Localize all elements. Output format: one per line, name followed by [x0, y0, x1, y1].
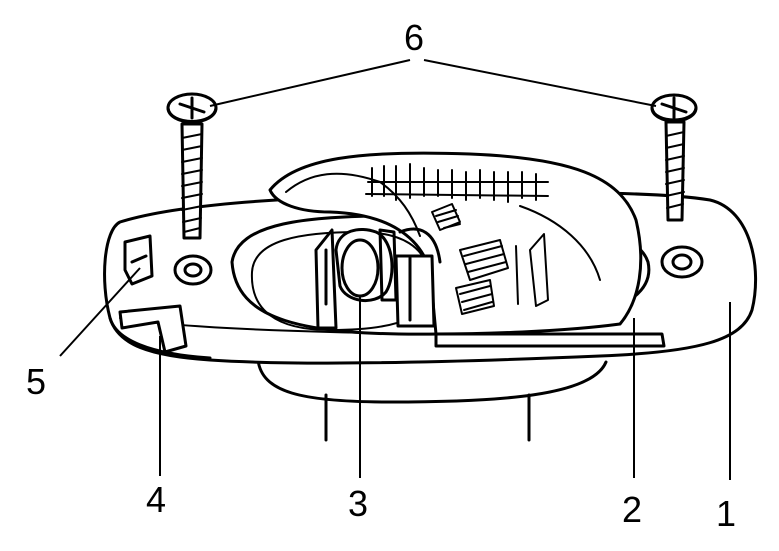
lens-texture — [365, 163, 549, 315]
callout-3: 3 — [348, 483, 368, 524]
leader-5 — [59, 267, 141, 357]
callout-1: 1 — [716, 493, 736, 534]
right-screw — [650, 93, 698, 222]
callout-labels: 6 5 4 3 2 1 — [26, 17, 736, 534]
leader-6-right — [423, 59, 657, 107]
callout-4: 4 — [146, 479, 166, 520]
callout-5: 5 — [26, 361, 46, 402]
mounting-holes — [173, 245, 704, 286]
left-screw — [166, 92, 218, 240]
clip-tab — [118, 234, 188, 354]
bulb-assembly — [314, 227, 442, 330]
leader-6-left — [209, 59, 411, 107]
leader-lines — [59, 59, 731, 480]
callout-6: 6 — [404, 17, 424, 58]
lower-housing — [256, 358, 608, 442]
callout-2: 2 — [622, 489, 642, 530]
